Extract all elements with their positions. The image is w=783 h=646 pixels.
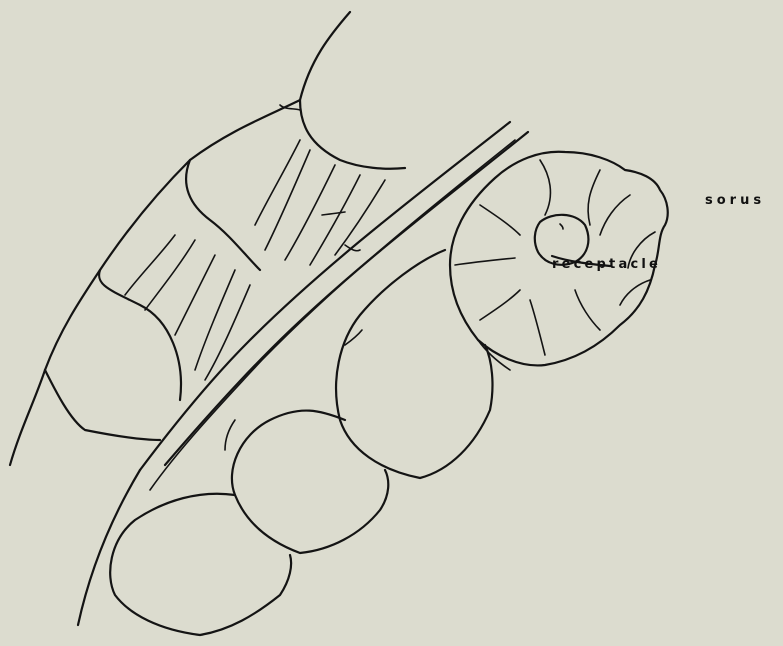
upper-frond-vein-5 [310,175,360,265]
upper-frond-vein-12 [322,212,345,215]
midrib [140,122,528,490]
upper-frond-vein-6 [335,180,385,255]
upper-frond-vein-2 [255,140,300,225]
midrib-line-2 [165,132,528,465]
lower-frond-segment [78,250,492,635]
lower-frond-outer-edge [78,470,140,625]
sorus-label: sorus [705,193,765,208]
upper-frond-vein-8 [145,240,195,310]
lower-frond-lobe-1 [336,250,492,478]
midrib-inner-line [150,140,515,490]
sorus-segment-1 [540,160,550,215]
sorus-segment-2 [588,170,600,225]
receptacle-label: receptacle [552,257,661,272]
upper-frond-segment [10,12,405,465]
upper-frond-vein-10 [195,270,235,370]
lower-frond-lobe-2 [232,411,388,553]
receptacle-mark [560,224,563,229]
sorus-segment-8 [480,290,520,320]
lower-frond-vein-1 [225,420,235,450]
upper-frond-vein-7 [125,235,175,295]
upper-frond-vein-9 [175,255,215,335]
sorus-segment-10 [480,205,520,235]
upper-frond-vein-11 [205,285,250,380]
sorus-segment-9 [455,258,515,265]
sorus-segment-6 [575,290,600,330]
lower-frond-lobe-3 [110,494,291,635]
upper-frond-lobe-2 [186,160,260,270]
upper-frond-lobe-1 [300,100,405,169]
upper-frond-lobe-3 [99,270,181,400]
upper-frond-vein-4 [285,165,335,260]
sorus-segment-3 [600,195,630,235]
sorus-segment-7 [530,300,545,355]
upper-frond-lobe-4 [45,370,160,440]
